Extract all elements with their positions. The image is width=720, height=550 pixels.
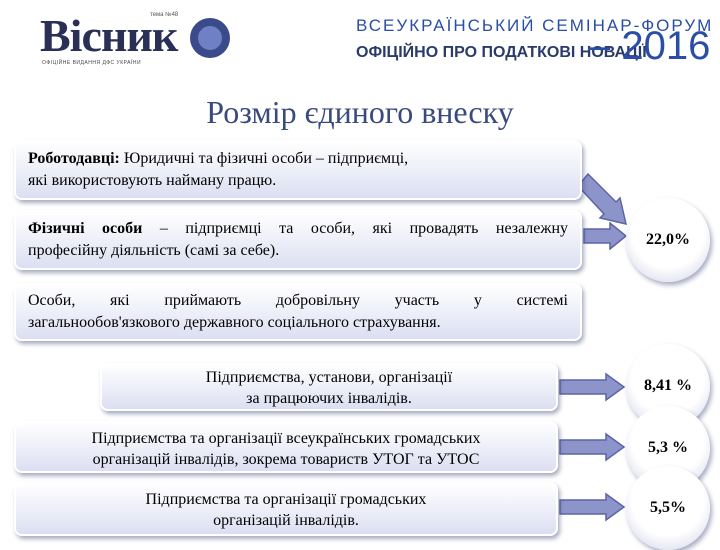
category-label: Роботодавці: bbox=[28, 150, 120, 167]
category-text: організацій інвалідів, зокрема товариств… bbox=[92, 451, 480, 468]
arrow-icon bbox=[582, 172, 628, 226]
category-text: Підприємства, установи, організації bbox=[205, 369, 453, 386]
category-utog-utos: Підприємства та організації всеукраїнськ… bbox=[14, 421, 558, 473]
visnyk-logo: Вісник тема №48 ОФІЦІЙНЕ ВИДАННЯ ДФС УКР… bbox=[40, 10, 230, 68]
category-text: організацій інвалідів. bbox=[213, 512, 359, 529]
category-public-orgs: Підприємства та організації громадських … bbox=[14, 482, 558, 536]
slide-title: Розмір єдиного внеску bbox=[206, 94, 514, 130]
category-text: Особи, які приймають добровільну участь … bbox=[28, 292, 568, 309]
emblem-icon bbox=[190, 18, 230, 58]
logo-top-text: тема №48 bbox=[150, 12, 179, 18]
arrow-icon bbox=[559, 372, 626, 402]
logo-text: Вісник bbox=[40, 10, 178, 61]
category-voluntary: Особи, які приймають добровільну участь … bbox=[14, 283, 582, 341]
arrow-icon bbox=[583, 222, 628, 250]
category-text: за працюючих інвалідів. bbox=[246, 390, 412, 407]
forum-year: – 2016 bbox=[588, 24, 711, 68]
category-text: які використовують найману працю. bbox=[28, 172, 277, 189]
forum-name: ВСЕУКРАЇНСЬКИЙ СЕМІНАР-ФОРУМ bbox=[356, 16, 714, 35]
category-label: Фізичні особи bbox=[28, 220, 143, 237]
rate-badge: 22,0% bbox=[626, 198, 710, 282]
category-text: Підприємства та організації громадських bbox=[145, 491, 427, 508]
forum-header: Вісник тема №48 ОФІЦІЙНЕ ВИДАННЯ ДФС УКР… bbox=[0, 0, 720, 90]
arrow-icon bbox=[559, 492, 626, 522]
category-text: Юридичні та фізичні особи – підприємці, bbox=[119, 150, 409, 167]
category-individuals: Фізичні особи – підприємці та особи, які… bbox=[14, 210, 582, 270]
category-text: загальнообов'язкового державного соціаль… bbox=[28, 314, 441, 331]
logo-tagline: ОФІЦІЙНЕ ВИДАННЯ ДФС УКРАЇНИ bbox=[42, 60, 142, 66]
category-employers: Роботодавці: Юридичні та фізичні особи –… bbox=[14, 140, 582, 200]
arrow-icon bbox=[559, 432, 626, 462]
rate-badge: 5,5% bbox=[626, 466, 710, 550]
category-text: професійну діяльність (самі за себе). bbox=[28, 242, 280, 259]
forum-subtitle: ОФІЦІЙНО ПРО ПОДАТКОВІ НОВАЦІЇ bbox=[356, 44, 647, 61]
category-enterprises: Підприємства, установи, організації за п… bbox=[100, 363, 558, 411]
category-text: – підприємці та особи, які провадять нез… bbox=[142, 220, 569, 237]
category-text: Підприємства та організації всеукраїнськ… bbox=[91, 430, 481, 447]
